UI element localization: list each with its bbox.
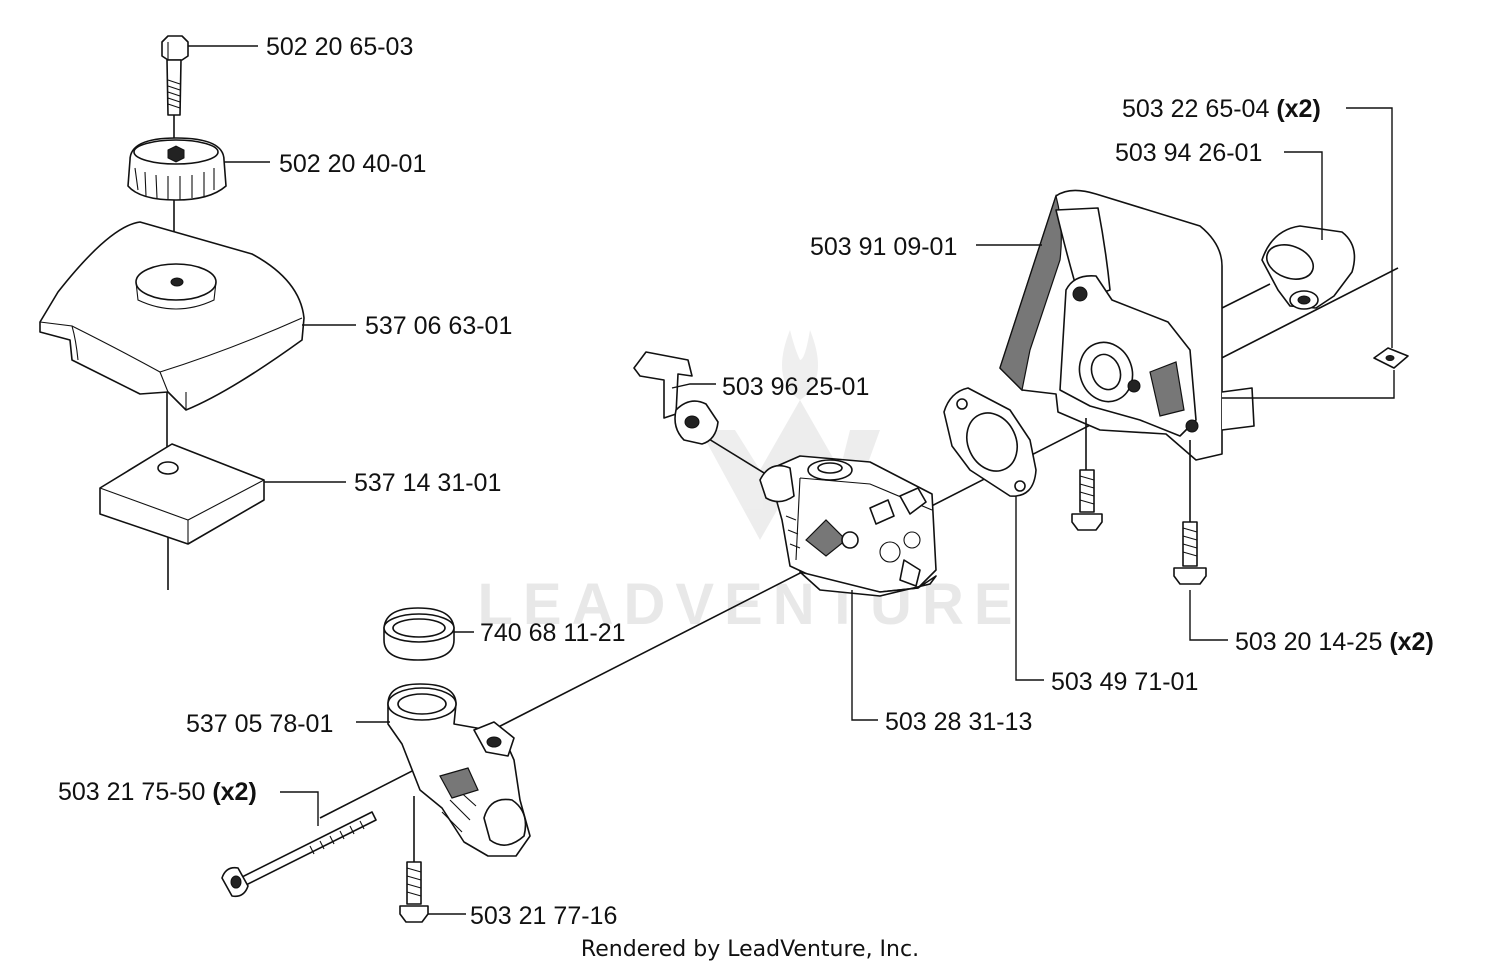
intake-bolt-1 — [1071, 418, 1103, 531]
air-filter-element — [99, 443, 265, 545]
elbow-screw — [399, 796, 429, 923]
callout-503-22-65-04: 503 22 65-04 (x2) — [1122, 95, 1321, 123]
footer-credit: Rendered by LeadVenture, Inc. — [581, 937, 919, 962]
leader-lines — [188, 45, 1395, 915]
long-bolt — [221, 811, 377, 898]
o-ring — [383, 607, 455, 661]
callout-503-91-09-01: 503 91 09-01 — [810, 233, 957, 261]
callout-502-20-40-01: 502 20 40-01 — [279, 150, 426, 178]
intake-bolt-2 — [1173, 440, 1207, 585]
callout-labels: 502 20 65-03 502 20 40-01 537 06 63-01 5… — [58, 33, 1434, 930]
intake-elbow — [387, 683, 531, 857]
cover-screw — [161, 35, 189, 116]
callout-537-05-78-01: 537 05 78-01 — [186, 710, 333, 738]
callout-503-28-31-13: 503 28 31-13 — [885, 708, 1032, 736]
callout-503-21-75-50: 503 21 75-50 (x2) — [58, 778, 257, 806]
carburetor-gasket — [943, 387, 1037, 497]
air-filter-group — [39, 35, 305, 590]
callout-503-49-71-01: 503 49 71-01 — [1051, 668, 1198, 696]
callout-503-96-25-01: 503 96 25-01 — [722, 373, 869, 401]
callout-503-94-26-01: 503 94 26-01 — [1115, 139, 1262, 167]
air-filter-cover — [39, 221, 305, 411]
square-nut — [1373, 347, 1409, 369]
intake-bracket — [999, 189, 1255, 461]
callout-503-20-14-25: 503 20 14-25 (x2) — [1235, 628, 1434, 656]
callout-503-21-77-16: 503 21 77-16 — [470, 902, 617, 930]
callout-740-68-11-21: 740 68 11-21 — [480, 619, 626, 647]
choke-lever — [633, 351, 719, 445]
cover-knob — [127, 137, 227, 201]
callout-537-14-31-01: 537 14 31-01 — [354, 469, 501, 497]
intake-spacer — [1261, 225, 1356, 310]
callout-502-20-65-03: 502 20 65-03 — [266, 33, 413, 61]
carburetor — [759, 455, 937, 597]
callout-537-06-63-01: 537 06 63-01 — [365, 312, 512, 340]
